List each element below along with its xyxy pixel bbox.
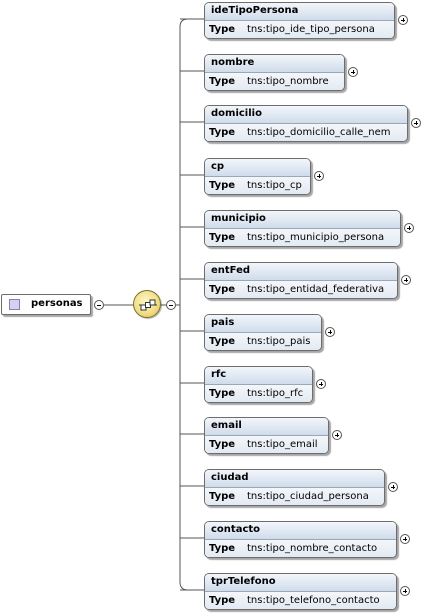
type-value: tns:tipo_domicilio_calle_nem [247,127,391,138]
type-label: Type [209,24,236,35]
element-name: nombre [205,55,344,73]
type-value: tns:tipo_municipio_persona [247,232,385,243]
type-label: Type [209,491,236,502]
type-label: Type [209,180,236,191]
expand-icon[interactable] [400,534,410,544]
element-type-row: Type tns:tipo_nombre [205,73,344,90]
element-name: contacto [205,522,396,540]
element-name: entFed [205,263,397,281]
root-element-label: personas [31,298,83,309]
element-type-row: Type tns:tipo_ciudad_persona [205,488,384,505]
element-type-row: Type tns:tipo_nombre_contacto [205,540,396,557]
type-value: tns:tipo_cp [247,180,302,191]
collapse-icon[interactable] [94,300,104,310]
sequence-compositor-icon[interactable] [133,290,161,318]
sequence-glyph-icon [139,299,157,311]
type-label: Type [209,595,236,606]
expand-icon[interactable] [332,430,342,440]
expand-icon[interactable] [398,15,408,25]
type-label: Type [209,336,236,347]
expand-icon[interactable] [400,586,410,596]
type-label: Type [209,76,236,87]
element-type-row: Type tns:tipo_email [205,436,328,453]
element-type-row: Type tns:tipo_domicilio_calle_nem [205,124,407,141]
expand-icon[interactable] [325,327,335,337]
expand-icon[interactable] [348,67,358,77]
root-element-personas[interactable]: personas [1,294,91,315]
expand-icon[interactable] [314,171,324,181]
type-value: tns:tipo_nombre_contacto [247,543,378,554]
element-name: tprTelefono [205,574,396,592]
element-name: email [205,418,328,436]
type-value: tns:tipo_ide_tipo_persona [247,24,375,35]
expand-icon[interactable] [316,379,326,389]
element-name: cp [205,159,310,177]
type-value: tns:tipo_ciudad_persona [247,491,369,502]
element-name: domicilio [205,106,407,124]
collapse-icon[interactable] [166,300,176,310]
type-label: Type [209,127,236,138]
type-label: Type [209,543,236,554]
element-type-row: Type tns:tipo_pais [205,333,321,350]
expand-icon[interactable] [388,482,398,492]
type-value: tns:tipo_email [247,439,318,450]
type-label: Type [209,439,236,450]
expand-icon[interactable] [404,223,414,233]
type-value: tns:tipo_pais [247,336,311,347]
type-label: Type [209,388,236,399]
element-type-row: Type tns:tipo_entidad_federativa [205,281,397,298]
element-type-row: Type tns:tipo_rfc [205,385,312,402]
type-value: tns:tipo_rfc [247,388,304,399]
type-value: tns:tipo_nombre [247,76,329,87]
type-label: Type [209,232,236,243]
element-type-row: Type tns:tipo_cp [205,177,310,194]
expand-icon[interactable] [401,275,411,285]
element-type-row: Type tns:tipo_ide_tipo_persona [205,21,394,38]
element-name: ciudad [205,470,384,488]
type-value: tns:tipo_telefono_contacto [247,595,380,606]
type-label: Type [209,284,236,295]
element-name: rfc [205,367,312,385]
element-type-row: Type tns:tipo_municipio_persona [205,229,400,246]
element-name: municipio [205,211,400,229]
element-name: ideTipoPersona [205,3,394,21]
type-value: tns:tipo_entidad_federativa [247,284,385,295]
element-type-row: Type tns:tipo_telefono_contacto [205,592,396,609]
element-icon [9,299,20,310]
element-name: pais [205,315,321,333]
expand-icon[interactable] [411,118,421,128]
